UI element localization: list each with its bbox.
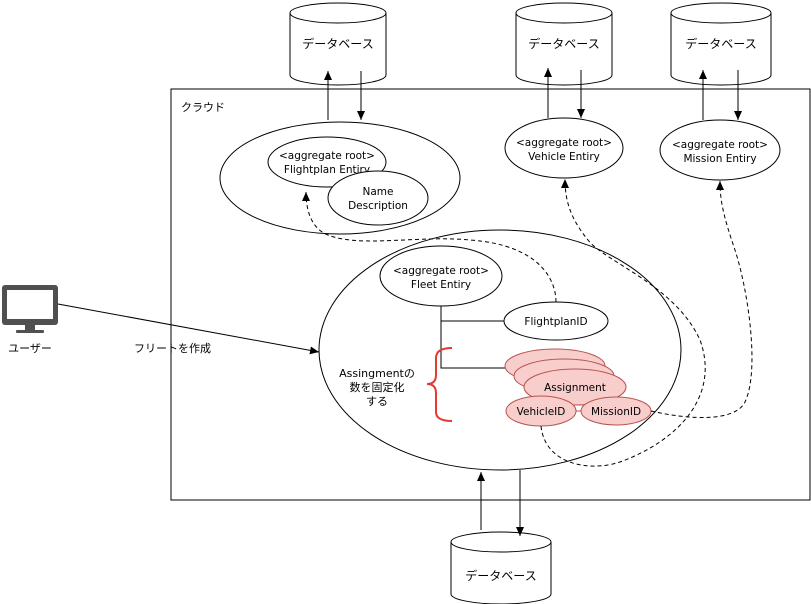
mission-entity: <aggregate root> Mission Entiry — [659, 119, 781, 181]
vehicle-entity-stereotype: <aggregate root> — [516, 137, 612, 149]
mission-id-label: MissionID — [591, 406, 641, 418]
fleet-entity: <aggregate root> Fleet Entiry — [379, 245, 503, 307]
constraint-note-line3: する — [366, 395, 388, 408]
database-vehicle: データベース — [515, 2, 613, 86]
mission-entity-name: Mission Entiry — [683, 153, 756, 165]
vehicleid-reference-arrow — [540, 178, 706, 467]
flightplan-id: FlightplanID — [503, 301, 609, 341]
database-flightplan: データベース — [289, 2, 387, 86]
fleet-to-assignment-line — [440, 321, 505, 369]
constraint-note-line2: 数を固定化 — [350, 380, 405, 394]
flightplan-id-label: FlightplanID — [524, 316, 587, 328]
database-flightplan-label: データベース — [302, 36, 373, 51]
create-fleet-label: フリートを作成 — [134, 342, 211, 355]
name-label: Name — [363, 186, 394, 198]
constraint-note-line1: Assingmentの — [339, 367, 415, 380]
assignment-label: Assignment — [544, 382, 606, 394]
name-description-value: Name Description — [327, 170, 429, 226]
flightplanid-reference-arrow — [302, 191, 557, 303]
fleet-aggregate-boundary — [318, 229, 682, 471]
cloud-label: クラウド — [181, 101, 225, 114]
database-fleet: データベース — [450, 531, 552, 604]
user-monitor-icon — [2, 285, 58, 333]
fleet-entity-stereotype: <aggregate root> — [393, 265, 489, 277]
vehicle-entity: <aggregate root> Vehicle Entiry — [504, 117, 624, 179]
vehicle-entity-name: Vehicle Entiry — [528, 151, 600, 163]
database-mission: データベース — [670, 2, 772, 86]
constraint-brace — [426, 347, 453, 422]
database-fleet-label: データベース — [465, 568, 536, 583]
missionid-reference-arrow — [650, 180, 753, 419]
vehicle-id: VehicleID — [505, 395, 577, 427]
database-vehicle-label: データベース — [528, 36, 599, 51]
database-mission-label: データベース — [685, 36, 756, 51]
create-fleet-arrow — [57, 303, 320, 355]
flightplan-entity-name: Flightplan Entiry — [284, 164, 370, 176]
mission-entity-stereotype: <aggregate root> — [672, 139, 768, 151]
cloud-boundary — [170, 88, 811, 501]
vehicle-id-label: VehicleID — [517, 406, 566, 418]
fleet-entity-name: Fleet Entiry — [411, 279, 471, 291]
mission-id: MissionID — [580, 396, 652, 426]
user-label: ユーザー — [8, 342, 52, 355]
flightplan-entity-stereotype: <aggregate root> — [279, 150, 375, 162]
description-label: Description — [348, 200, 408, 212]
